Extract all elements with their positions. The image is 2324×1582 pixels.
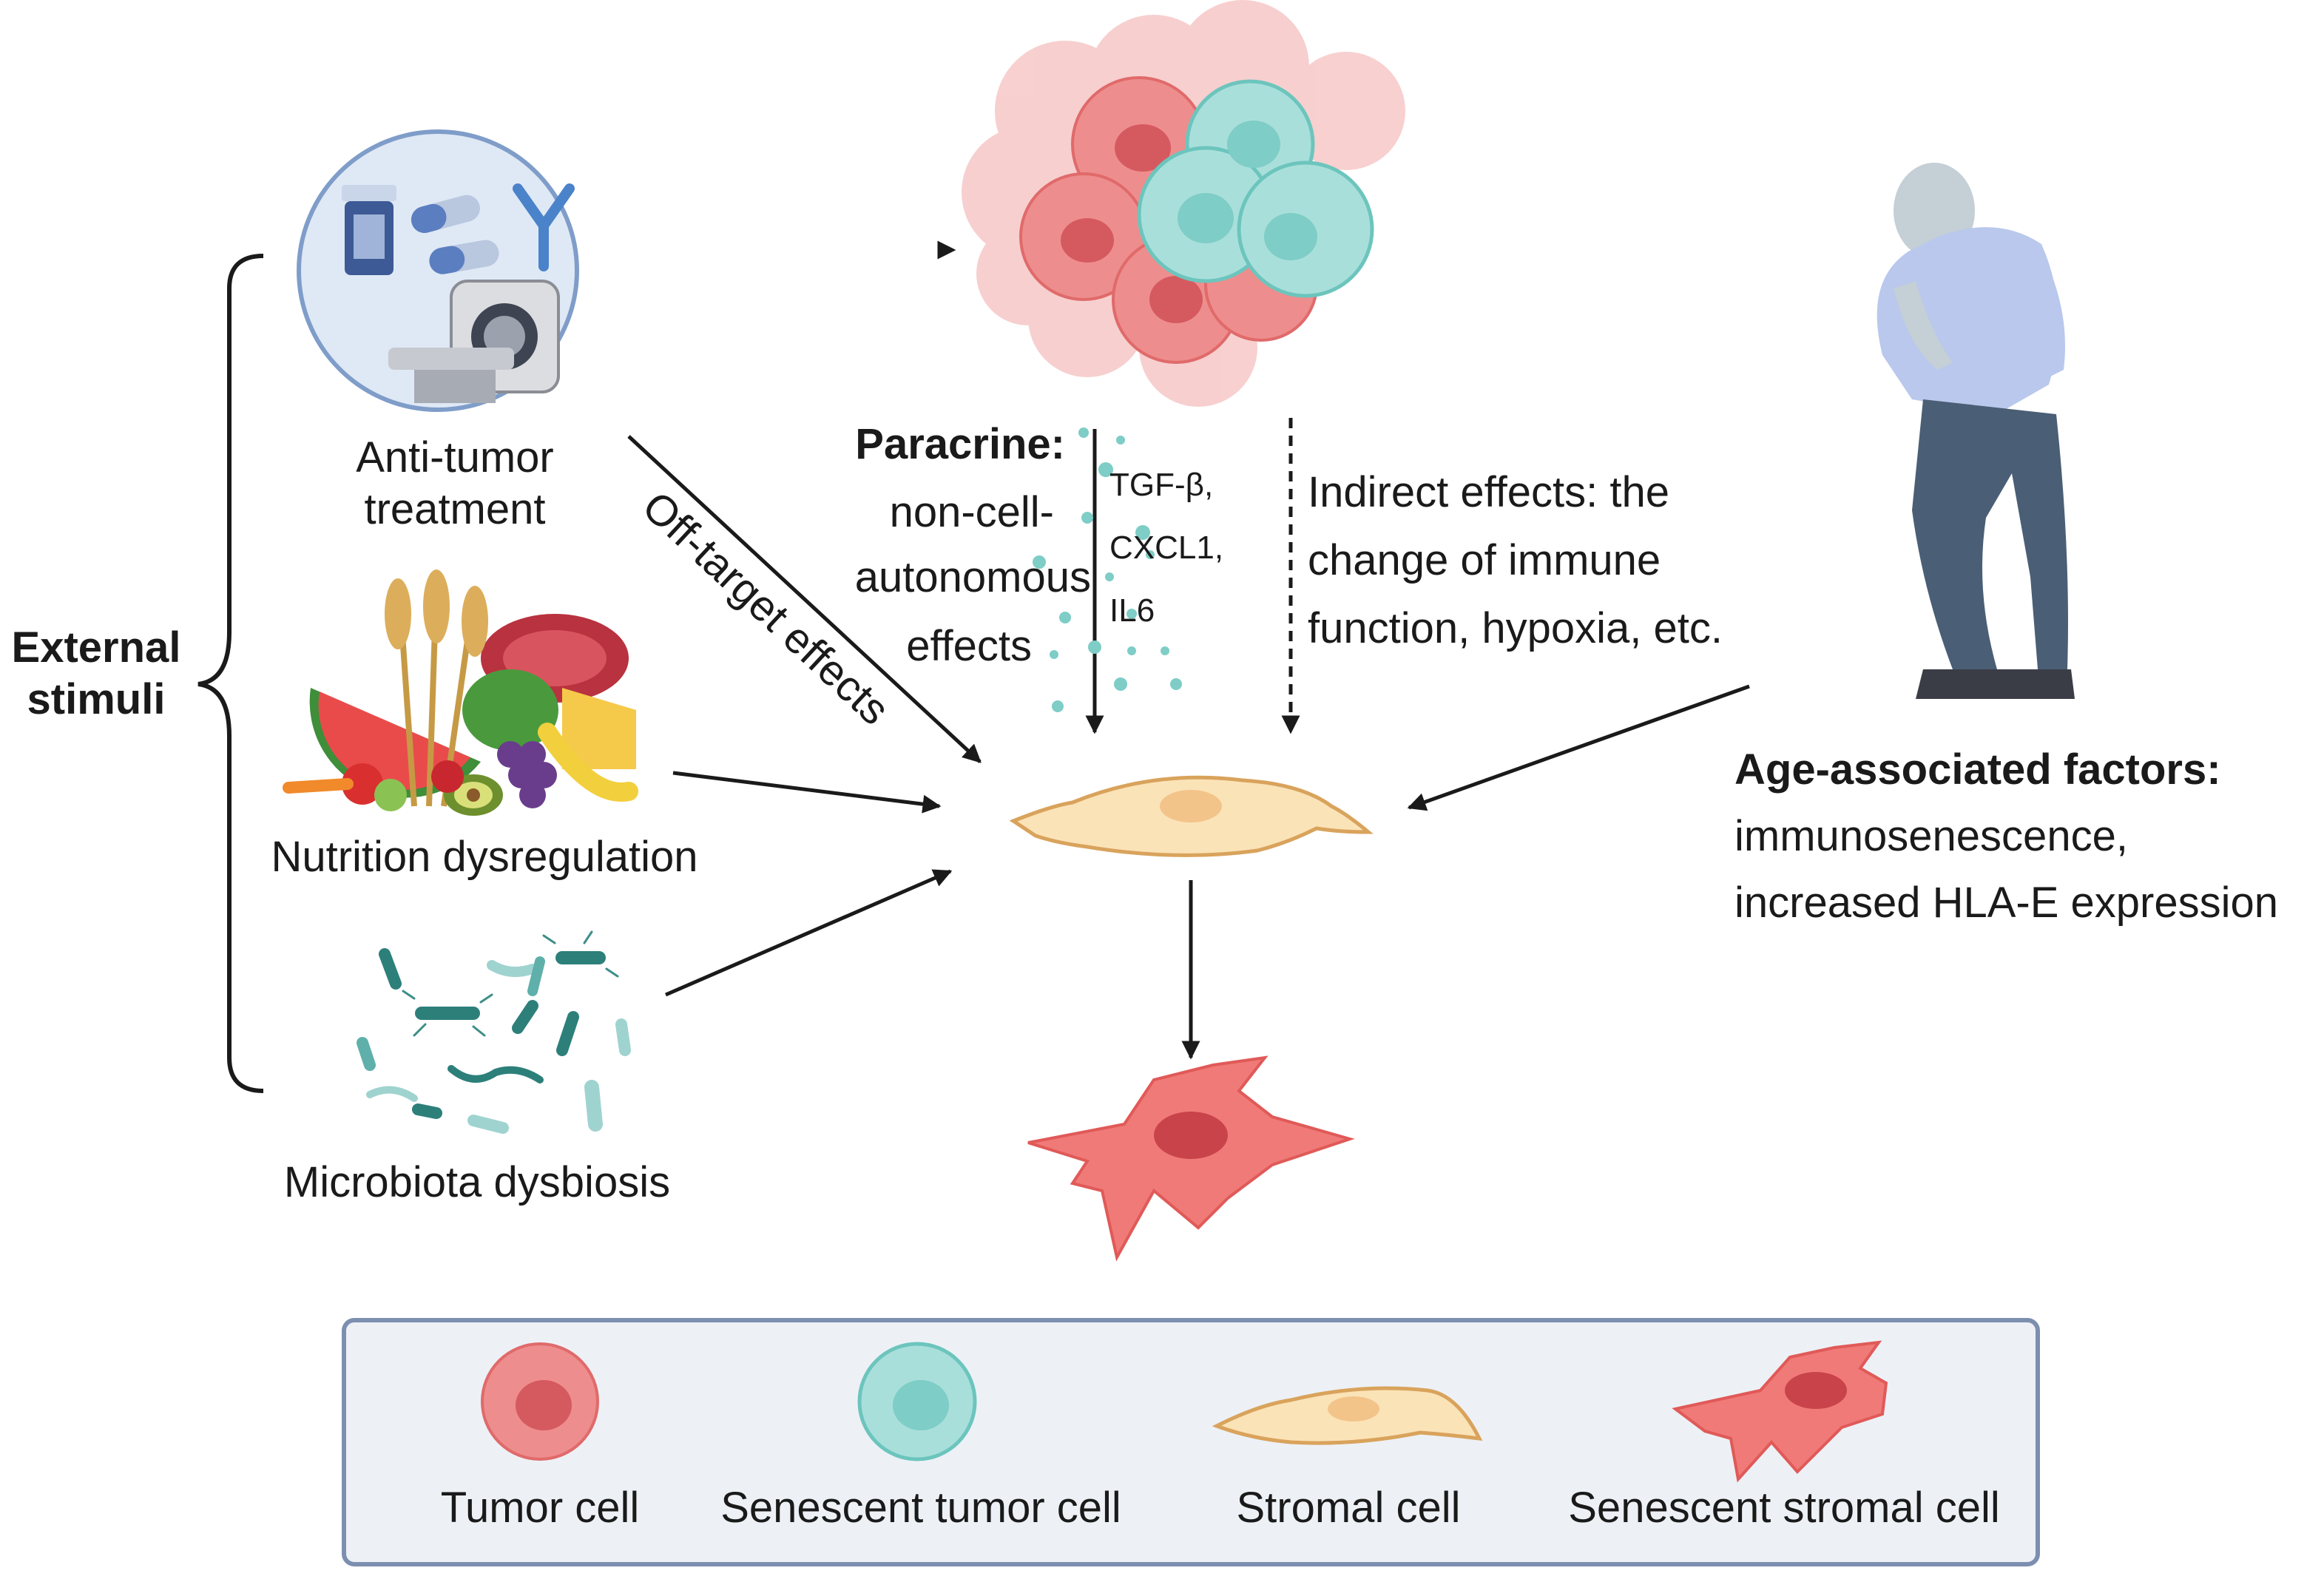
stromal-cell-icon bbox=[1009, 775, 1374, 857]
paracrine-line-2: autonomous bbox=[855, 553, 1091, 601]
cytokine-dots bbox=[1033, 427, 1182, 712]
age-factors-title: Age-associated factors: bbox=[1734, 746, 2221, 794]
paracrine-line-3: effects bbox=[906, 622, 1032, 670]
cytokine-il6: IL6 bbox=[1109, 592, 1155, 629]
arrows bbox=[627, 240, 1750, 1060]
anti-tumor-label-2: treatment bbox=[365, 485, 546, 533]
microbiota-label: Microbiota dysbiosis bbox=[284, 1158, 670, 1206]
legend-stromal-cell-label: Stromal cell bbox=[1237, 1484, 1461, 1532]
age-factors-line-2: increased HLA-E expression bbox=[1734, 879, 2278, 927]
indirect-effects-line-2: change of immune bbox=[1308, 536, 1661, 584]
senescent-stromal-cell-icon bbox=[1027, 1055, 1355, 1262]
indirect-effects-line-1: Indirect effects: the bbox=[1308, 468, 1669, 516]
paracrine-title: Paracrine: bbox=[855, 420, 1065, 468]
external-stimuli-label-1: External bbox=[12, 623, 181, 672]
tumor-cluster-icon bbox=[962, 0, 1405, 407]
legend-senescent-stromal-cell-icon bbox=[1672, 1340, 1888, 1483]
legend-tumor-cell-label: Tumor cell bbox=[441, 1484, 640, 1532]
legend-senescent-stromal-cell-label: Senescent stromal cell bbox=[1568, 1484, 1999, 1532]
elderly-person-icon bbox=[1877, 163, 2075, 699]
nutrition-food-icon bbox=[283, 569, 638, 816]
legend-box bbox=[342, 1318, 2040, 1566]
external-stimuli-label-2: stimuli bbox=[27, 675, 166, 723]
microbiota-bacteria-icon bbox=[357, 930, 631, 1134]
legend-tumor-cell-icon bbox=[481, 1342, 599, 1461]
nutrition-label: Nutrition dysregulation bbox=[271, 833, 697, 881]
external-stimuli-brace bbox=[197, 254, 264, 1093]
anti-tumor-label-1: Anti-tumor bbox=[356, 433, 554, 481]
paracrine-line-1: non-cell- bbox=[890, 488, 1054, 536]
legend-senescent-tumor-cell-label: Senescent tumor cell bbox=[720, 1484, 1121, 1532]
cytokine-tgf-beta: TGF-β, bbox=[1109, 467, 1213, 503]
cytokine-cxcl1: CXCL1, bbox=[1109, 530, 1223, 566]
legend-stromal-cell-icon bbox=[1212, 1386, 1483, 1445]
off-target-label: Off-target effects bbox=[633, 482, 899, 734]
age-factors-line-1: immunosenescence, bbox=[1734, 812, 2128, 860]
anti-tumor-treatment-icon bbox=[297, 129, 579, 412]
indirect-effects-line-3: function, hypoxia, etc. bbox=[1308, 604, 1723, 652]
legend-senescent-tumor-cell-icon bbox=[857, 1342, 977, 1461]
